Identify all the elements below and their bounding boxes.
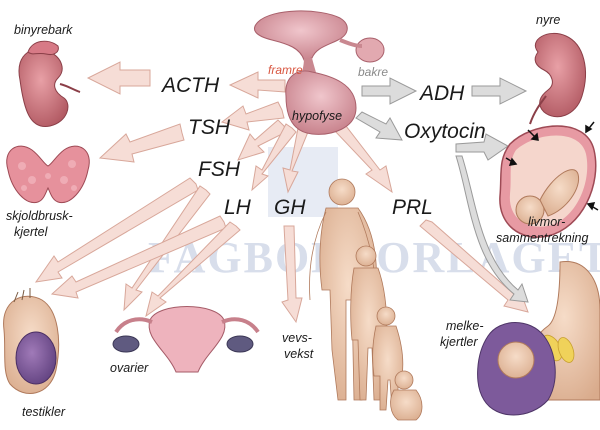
uterus-fetus	[499, 121, 599, 238]
thyroid	[6, 145, 90, 204]
arrow-fsh-to-testes	[34, 177, 199, 283]
arrow-pit-to-adh	[361, 77, 418, 105]
label-melke-1: melke-	[446, 319, 484, 333]
label-gh: GH	[274, 196, 306, 219]
ovary-right	[226, 335, 254, 353]
label-prl: PRL	[392, 196, 433, 219]
anterior-arrows	[34, 61, 529, 324]
anterior-lobe	[285, 70, 357, 135]
uterus-ovary	[148, 306, 226, 373]
label-adh: ADH	[418, 82, 465, 105]
posterior-lobe	[355, 37, 385, 63]
arrow-lh-to-ovaries	[145, 221, 241, 318]
label-lh: LH	[224, 196, 252, 219]
arrow-pit-to-tsh	[220, 101, 285, 131]
infant-head	[497, 341, 535, 379]
arrow-pit-to-fsh	[237, 119, 287, 161]
arrow-oxy-to-breast	[455, 155, 529, 303]
pituitary	[254, 10, 385, 135]
arrow-pit-to-acth	[228, 71, 286, 99]
kidney-right	[534, 32, 586, 118]
arrow-oxy-to-uterus	[455, 133, 509, 161]
organ-labels: framre bakre hypofyse binyrebark nyre sk…	[6, 13, 588, 419]
watermark-logo	[268, 147, 338, 217]
thyroid-texture	[18, 160, 77, 191]
label-vevs-2: vekst	[284, 347, 314, 361]
label-skjoldbrusk-1: skjoldbrusk-	[6, 209, 73, 223]
ureter	[529, 95, 547, 125]
arrow-pit-to-prl	[333, 125, 393, 194]
arrow-pit-to-oxytocin	[355, 111, 403, 141]
hair	[13, 288, 31, 303]
ovaries	[112, 306, 260, 373]
arrow-pit-to-lh	[251, 123, 297, 192]
label-oxytocin: Oxytocin	[404, 120, 486, 143]
label-livmor-1: livmor-	[528, 215, 565, 229]
label-livmor-2: sammentrekning	[496, 231, 588, 245]
arrow-tsh-to-thyroid	[98, 123, 185, 163]
kidney	[529, 32, 586, 125]
label-fsh: FSH	[198, 158, 241, 181]
label-framre: framre	[268, 63, 303, 77]
label-nyre: nyre	[536, 13, 560, 27]
label-vevs-1: vevs-	[282, 331, 312, 345]
breastfeeding	[477, 261, 600, 416]
fallopian-tube-left	[114, 317, 153, 334]
fallopian-tube-right	[221, 317, 260, 334]
label-skjoldbrusk-2: kjertel	[14, 225, 49, 239]
baby-figure	[390, 370, 423, 421]
kidney-left	[18, 48, 69, 127]
label-ovarier: ovarier	[110, 361, 149, 375]
label-tsh: TSH	[188, 116, 231, 139]
hormone-labels: ACTH TSH FSH LH GH PRL ADH Oxytocin	[160, 74, 486, 219]
arrow-lh-to-testes	[50, 215, 227, 299]
testis-body	[15, 331, 57, 385]
label-testikler: testikler	[22, 405, 66, 419]
testis	[3, 288, 60, 394]
label-acth: ACTH	[160, 74, 220, 97]
contraction-arrows	[505, 121, 599, 211]
fetus-head	[515, 195, 545, 225]
label-hypofyse: hypofyse	[292, 109, 342, 123]
child-figure	[372, 306, 404, 411]
kidney-hilum	[59, 83, 81, 93]
arrow-prl-to-mammary	[419, 219, 529, 313]
mammary-gland-2	[557, 337, 575, 363]
arrow-adh-to-kidney	[471, 77, 528, 105]
label-melke-2: kjertler	[440, 335, 478, 349]
label-binyrebark: binyrebark	[14, 23, 73, 37]
fetus-body	[539, 169, 580, 217]
adrenal-cap	[27, 40, 59, 55]
adrenal-kidney	[18, 40, 81, 127]
posterior-arrows	[355, 77, 529, 303]
arrow-acth-to-adrenal	[86, 61, 151, 95]
ovary-left	[112, 335, 140, 353]
hypothalamus	[254, 10, 348, 61]
growth-figures	[309, 178, 423, 421]
arrow-pit-to-gh	[282, 127, 309, 194]
posterior-stalk	[339, 38, 363, 48]
arrow-gh-to-growth	[281, 225, 303, 324]
label-bakre: bakre	[358, 65, 388, 79]
